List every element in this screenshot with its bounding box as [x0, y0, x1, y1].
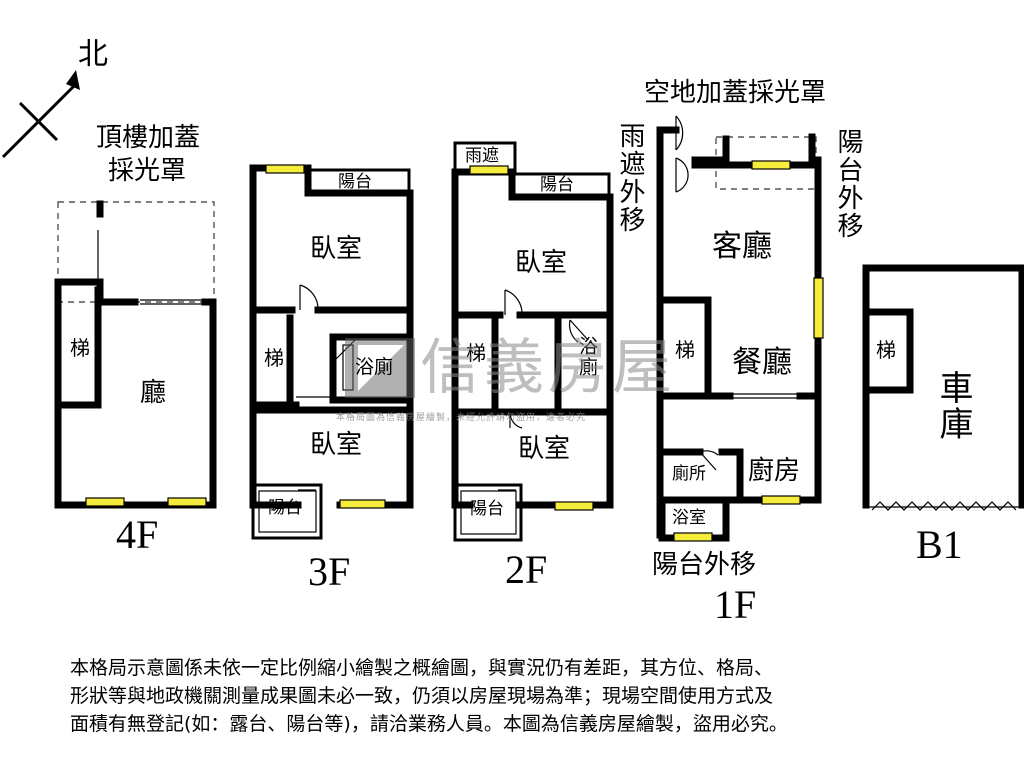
- f1-balcony-moved-right-note: 陽台外移: [833, 128, 863, 240]
- north-label: 北: [78, 37, 108, 72]
- f1-kitchen-label: 廚房: [748, 456, 801, 486]
- f3-balcony-bottom-label: 陽台: [268, 498, 302, 518]
- f1-skylight-note: 空地加蓋採光罩: [644, 78, 827, 108]
- f3-bedroom-top-label: 臥室: [310, 234, 363, 264]
- f3-floor-label: 3F: [308, 549, 351, 594]
- f3-stair-label: 梯: [264, 346, 284, 370]
- floor-4f-plan: [54, 200, 217, 509]
- compass-arrow: [1, 70, 80, 159]
- floor-2f-plan: [451, 141, 614, 542]
- f4-skylight-note-1: 頂樓加蓋: [96, 123, 201, 153]
- b1-stair-label: 梯: [876, 338, 896, 362]
- floor-3f-plan: [249, 164, 414, 540]
- f3-balcony-top-label: 陽台: [338, 172, 372, 192]
- watermark-notice: 本格局圖為信義房屋繪製，未經允許請勿盜用，違者必究: [336, 413, 587, 423]
- f3-bath-label: 浴廁: [355, 356, 394, 378]
- f3-bedroom-bottom-label: 臥室: [310, 430, 363, 460]
- disclaimer-text: 本格局示意圖係未依一定比例縮小繪製之概繪圖，與實況仍有差距，其方位、格局、 形狀…: [70, 654, 970, 738]
- floor-1f-plan: [656, 115, 824, 542]
- f2-bedroom-bottom-label: 臥室: [518, 434, 571, 464]
- f1-floor-label: 1F: [714, 582, 757, 627]
- f4-floor-label: 4F: [116, 512, 159, 557]
- f2-bath-label: 浴廁: [576, 336, 598, 378]
- watermark-logo: [345, 338, 415, 398]
- f1-bath-label: 浴室: [672, 508, 706, 528]
- f1-living-label: 客廳: [712, 229, 772, 264]
- f4-stair-label: 梯: [70, 336, 90, 360]
- f4-skylight-note-2: 採光罩: [108, 156, 187, 186]
- f4-hall-label: 廳: [140, 378, 167, 408]
- f2-balcony-top-label: 陽台: [540, 175, 574, 195]
- f2-floor-label: 2F: [505, 547, 548, 592]
- b1-garage-label: 車庫: [933, 370, 973, 442]
- watermark-brand: 信義房屋: [420, 333, 676, 403]
- f1-toilet-label: 廁所: [672, 464, 706, 484]
- f2-balcony-bottom-label: 陽台: [470, 499, 504, 519]
- f2-stair-label: 梯: [466, 341, 486, 365]
- b1-floor-label: B1: [916, 522, 963, 567]
- disclaimer-line: 本格局示意圖係未依一定比例縮小繪製之概繪圖，與實況仍有差距，其方位、格局、: [70, 657, 774, 679]
- f1-stair-label: 梯: [675, 338, 695, 362]
- f2-bedroom-top-label: 臥室: [515, 248, 568, 278]
- f1-balcony-moved-bottom-note: 陽台外移: [652, 550, 757, 580]
- f2-canopy-label: 雨遮: [465, 146, 499, 166]
- disclaimer-line: 形狀等與地政機關測量成果圖未必一致，仍須以房屋現場為準；現場空間使用方式及: [70, 685, 774, 707]
- disclaimer-line: 面積有無登記(如：露台、陽台等)，請洽業務人員。本圖為信義房屋繪製，盜用必究。: [70, 713, 788, 735]
- f1-canopy-moved-note: 雨遮外移: [615, 122, 645, 234]
- f1-dining-label: 餐廳: [732, 345, 792, 380]
- floor-b1-plan: [862, 264, 1024, 511]
